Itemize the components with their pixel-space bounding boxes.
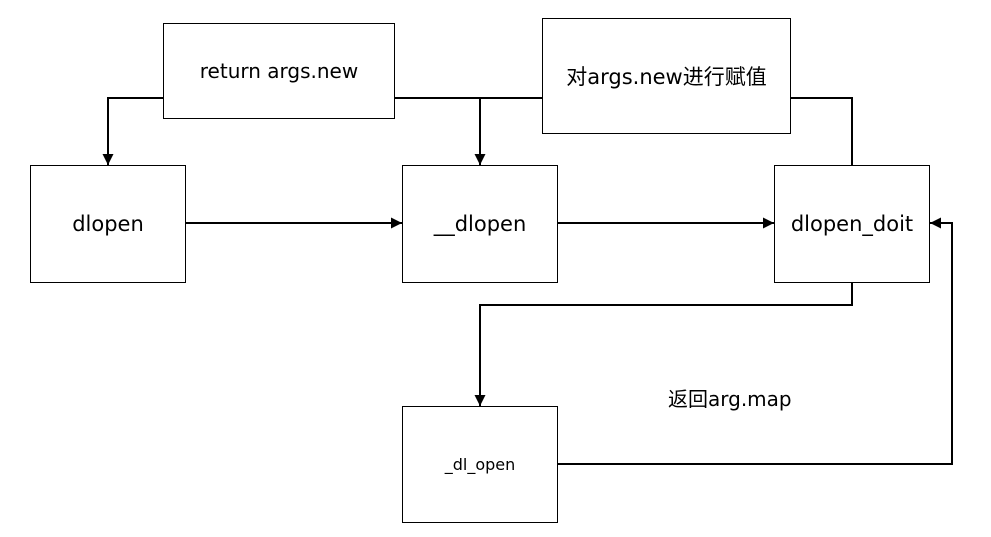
_dl_open-box: _dl_open (402, 406, 558, 523)
return-args-new-label: return args.new (199, 59, 359, 83)
dlopen_doit-box: dlopen_doit (774, 165, 930, 283)
edge-dlopen_doit-to-assign (791, 97, 853, 165)
_dl_open-label: _dl_open (444, 455, 516, 474)
edge-_dl_open-to-dlopen_doit (558, 217, 953, 465)
dlopen-box: dlopen (30, 165, 186, 283)
dlopen_doit-label: dlopen_doit (790, 212, 914, 236)
edge-return-to-dlopen (102, 97, 163, 165)
edge-assign-to-__dlopen (474, 97, 542, 165)
__dlopen-label: __dlopen (433, 212, 527, 236)
edge-dlopen_doit-to-_dl_open (474, 283, 853, 406)
return-args-new-box: return args.new (163, 23, 395, 119)
assign-args-new-label: 对args.new进行赋值 (566, 65, 767, 89)
return-arg-map-label: 返回arg.map (668, 387, 792, 411)
__dlopen-box: __dlopen (402, 165, 558, 283)
dlopen-label: dlopen (72, 212, 144, 236)
assign-args-new-box: 对args.new进行赋值 (542, 18, 791, 134)
